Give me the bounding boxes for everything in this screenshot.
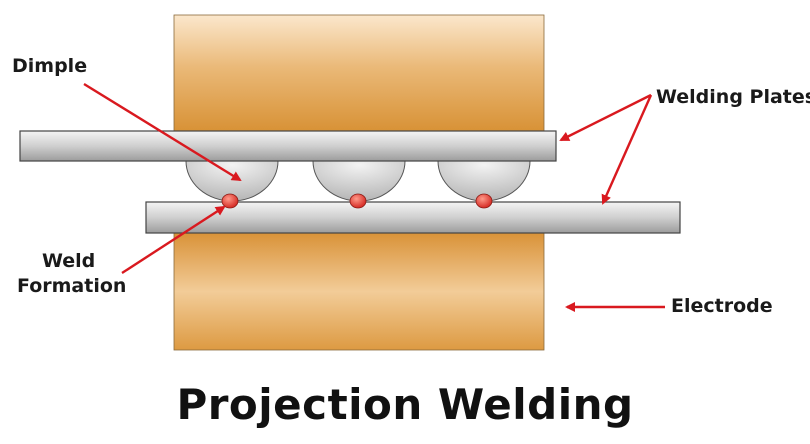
top-electrode	[173, 14, 545, 132]
weld-nugget-3	[475, 193, 493, 209]
weld-label-line1: Weld	[42, 250, 96, 272]
dimple-label: Dimple	[12, 55, 88, 77]
upper-welding-plate	[19, 130, 557, 162]
weld-nugget-2	[349, 193, 367, 209]
welding-plates-arrow-upper	[559, 93, 652, 142]
electrode-label: Electrode	[671, 295, 773, 317]
lower-welding-plate	[145, 201, 681, 234]
weld-formation-label-line2: Formation	[17, 275, 127, 297]
welding-plates-label: Welding Plates	[656, 86, 810, 108]
bottom-electrode	[173, 232, 545, 351]
diagram-title: Projection Welding	[176, 380, 634, 429]
weld-formation-arrow	[121, 205, 226, 275]
weld-nugget-1	[221, 193, 239, 209]
dimple-arrow	[83, 82, 242, 182]
welding-plates-arrow-lower	[601, 94, 653, 205]
